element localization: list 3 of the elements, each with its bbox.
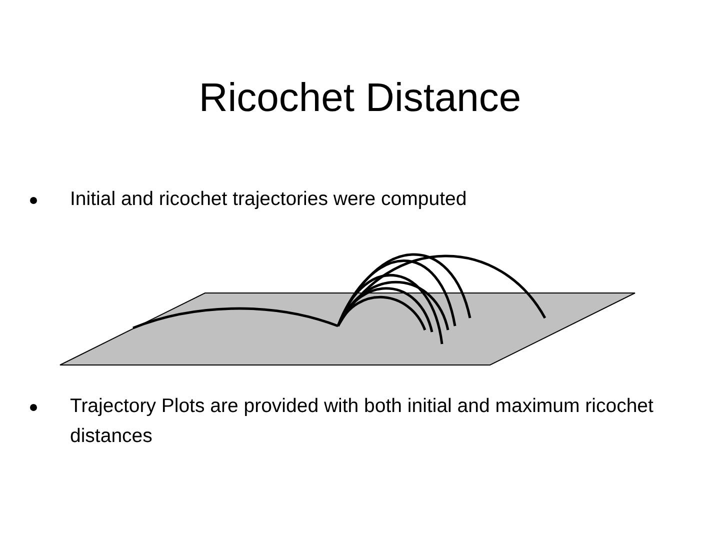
bullet-text: Trajectory Plots are provided with both initial and maximum ricochet distances <box>70 394 654 449</box>
slide-title: Ricochet Distance <box>198 76 522 121</box>
bullet-text: Initial and ricochet trajectories were computed <box>70 187 467 212</box>
